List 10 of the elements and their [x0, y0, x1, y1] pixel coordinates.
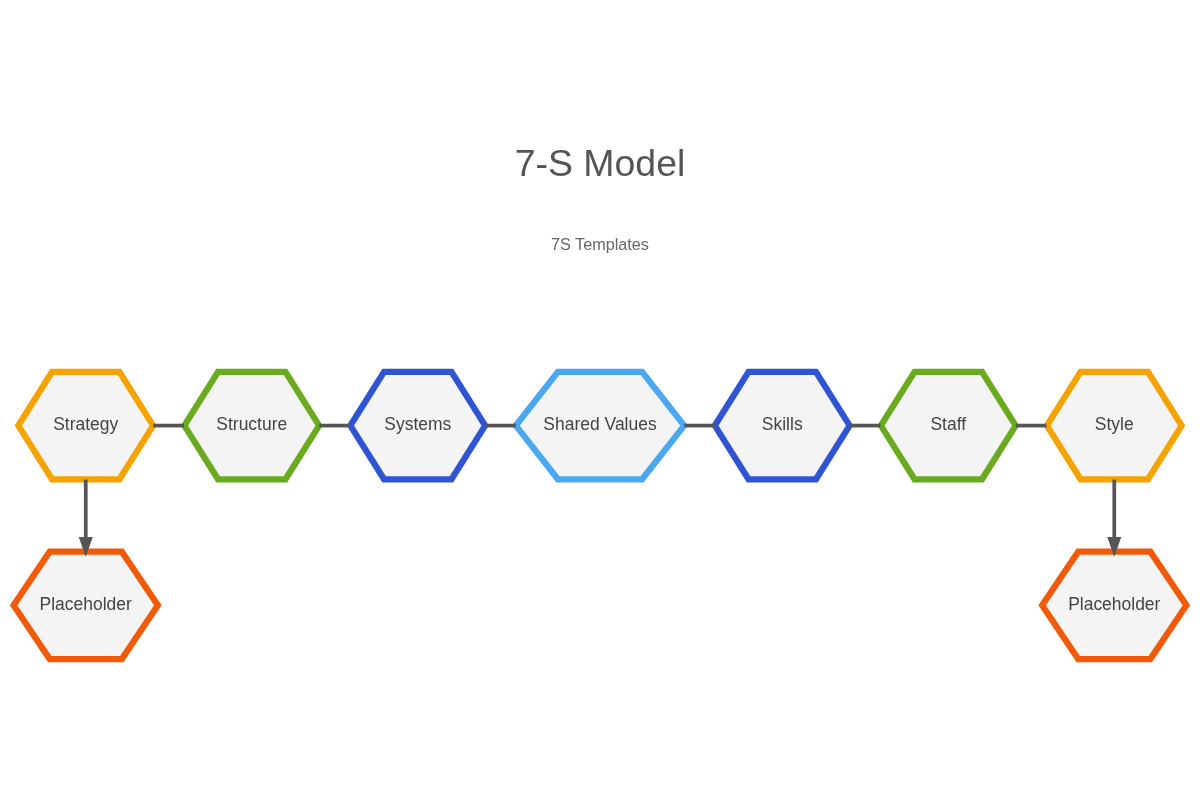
connector [684, 423, 715, 428]
connector [849, 423, 881, 428]
diagram-title: 7-S Model [514, 141, 686, 184]
connector [153, 423, 184, 428]
connector [1015, 423, 1047, 428]
connector [319, 423, 350, 428]
label: 7S Templates [551, 235, 649, 254]
arrow [1107, 479, 1122, 557]
connector [485, 423, 516, 428]
arrow [78, 479, 93, 557]
